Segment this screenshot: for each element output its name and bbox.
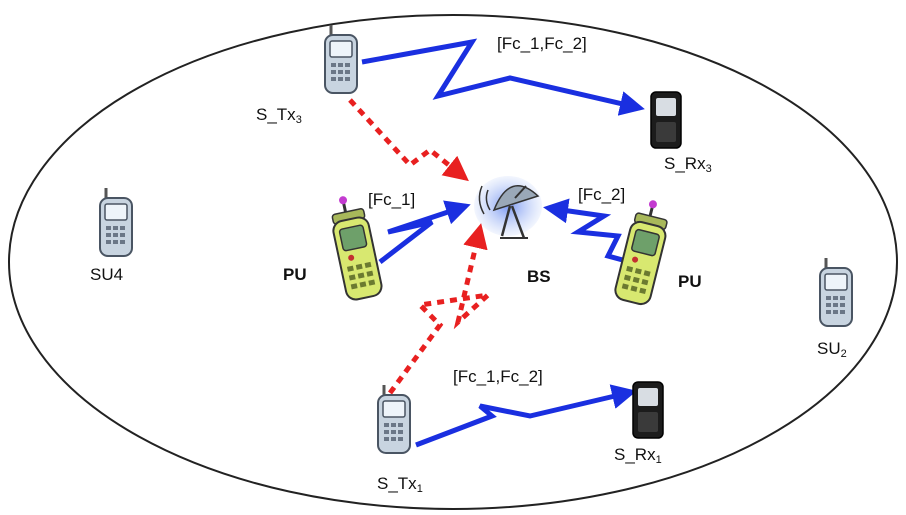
label-link-bottom: [Fc_1,Fc_2] bbox=[453, 367, 543, 386]
sensing-link-stx1-to-bs bbox=[387, 223, 496, 395]
label-link-top: [Fc_1,Fc_2] bbox=[497, 34, 587, 53]
base-station bbox=[474, 176, 542, 239]
label-s-tx1-base: S_Tx bbox=[377, 474, 417, 493]
phone-s-tx1 bbox=[377, 385, 411, 454]
label-s-rx1: S_Rx1 bbox=[614, 446, 662, 466]
label-link-pu-right: [Fc_2] bbox=[578, 185, 626, 204]
primary-user-right bbox=[614, 200, 668, 306]
label-pu-left: PU bbox=[283, 265, 307, 284]
label-s-tx1-sub: 1 bbox=[416, 483, 423, 495]
mobile-phone-icon bbox=[99, 188, 133, 257]
label-s-tx3-sub: 3 bbox=[295, 114, 302, 126]
dark-mobile-phone-icon bbox=[632, 381, 664, 439]
walkie-talkie-icon bbox=[331, 196, 383, 301]
label-su2-base: SU bbox=[817, 339, 841, 358]
label-su4: SU4 bbox=[90, 266, 123, 283]
mobile-phone-icon bbox=[819, 258, 853, 327]
label-su2: SU2 bbox=[817, 340, 847, 360]
phone-s-rx1 bbox=[632, 381, 664, 439]
phone-s-tx3 bbox=[324, 25, 358, 94]
phone-su2 bbox=[819, 258, 853, 327]
label-s-rx3: S_Rx3 bbox=[664, 155, 712, 175]
data-link-pu-left-to-bs bbox=[378, 200, 471, 264]
label-pu-right: PU bbox=[678, 272, 702, 291]
label-s-tx1: S_Tx1 bbox=[377, 475, 423, 495]
label-s-tx3: S_Tx3 bbox=[256, 106, 302, 126]
phone-su4 bbox=[99, 188, 133, 257]
dark-mobile-phone-icon bbox=[650, 91, 682, 149]
label-bs: BS bbox=[527, 267, 551, 286]
label-su4-base: SU4 bbox=[90, 265, 124, 284]
label-s-rx1-base: S_Rx bbox=[614, 445, 656, 464]
data-link-stx1-to-srx1 bbox=[415, 384, 637, 448]
mobile-phone-icon bbox=[377, 385, 411, 454]
phone-s-rx3 bbox=[650, 91, 682, 149]
mobile-phone-icon bbox=[324, 25, 358, 94]
satellite-dish-icon bbox=[478, 185, 540, 239]
label-s-tx3-base: S_Tx bbox=[256, 105, 296, 124]
label-s-rx1-sub: 1 bbox=[655, 454, 662, 466]
data-link-pu-right-to-bs bbox=[543, 198, 631, 265]
label-s-rx3-base: S_Rx bbox=[664, 154, 706, 173]
label-su2-sub: 2 bbox=[840, 348, 847, 360]
data-link-stx3-to-srx3 bbox=[361, 38, 645, 116]
walkie-talkie-icon bbox=[614, 200, 668, 306]
label-link-pu-left: [Fc_1] bbox=[368, 190, 416, 209]
label-s-rx3-sub: 3 bbox=[705, 163, 712, 175]
sensing-link-stx3-to-bs bbox=[348, 98, 469, 182]
primary-user-left bbox=[331, 196, 383, 301]
cell-boundary bbox=[8, 14, 898, 510]
